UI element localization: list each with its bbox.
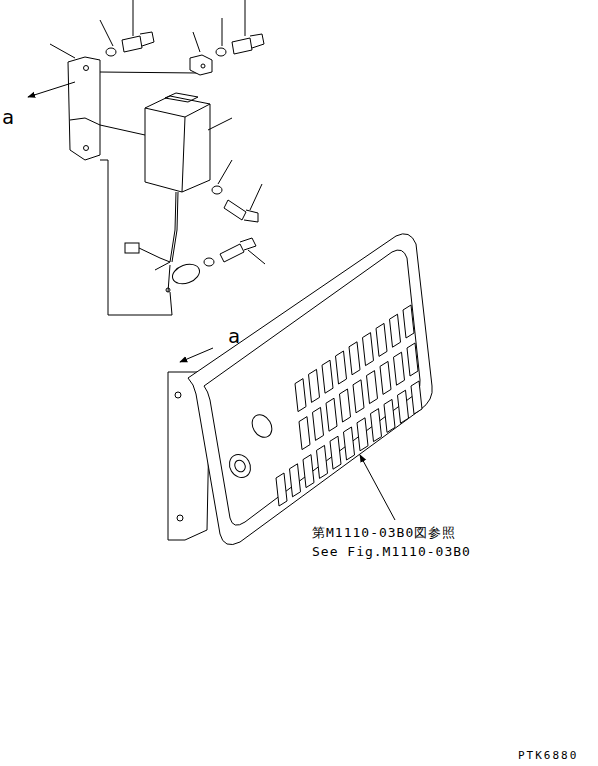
grille-slots (276, 305, 422, 506)
wire (139, 248, 170, 262)
clamp-hole (166, 288, 170, 292)
grille-border (204, 250, 420, 525)
drawing-number: PTK6880 (518, 750, 578, 762)
grille-hole (225, 451, 254, 482)
clip (190, 55, 212, 75)
relay-edge (145, 104, 210, 192)
grille-hole (233, 458, 248, 473)
bracket-edge (70, 118, 100, 125)
view-arrow (180, 348, 213, 362)
bracket-hole (84, 66, 89, 71)
view-mark: a (2, 106, 14, 128)
wire (172, 192, 178, 262)
leader (170, 292, 172, 315)
grille-panel (188, 234, 432, 545)
mount-line (100, 125, 145, 135)
view-arrow (28, 82, 75, 97)
bracket (68, 57, 100, 160)
flange-hole (175, 392, 181, 398)
reference-note: See Fig.M1110-03B0 (312, 545, 471, 559)
relay-top (165, 93, 198, 102)
clamp (170, 261, 202, 287)
flange-hole (177, 515, 183, 521)
bracket-line (100, 72, 198, 73)
clip-hole (201, 64, 205, 68)
view-mark: a (228, 325, 240, 347)
reference-note: 第M1110-03B0図参照 (312, 526, 456, 540)
relay-box (145, 96, 210, 192)
grille-hole (248, 411, 276, 441)
bolts (106, 32, 264, 266)
leader-lines (50, 0, 265, 264)
connector (125, 243, 139, 253)
leader (360, 455, 395, 520)
bracket-hole (84, 146, 89, 151)
